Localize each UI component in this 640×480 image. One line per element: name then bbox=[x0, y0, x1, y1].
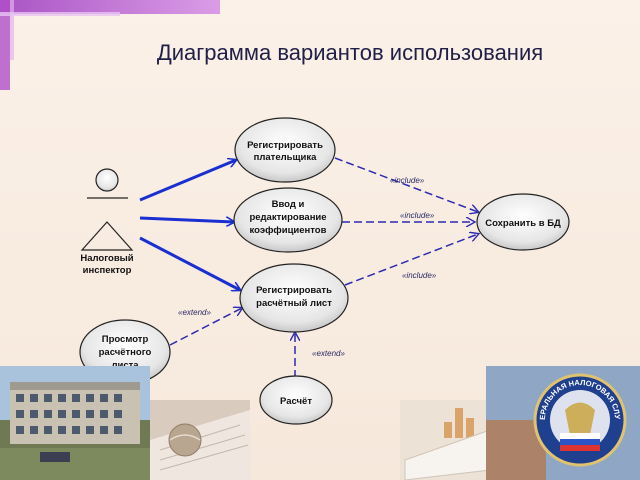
include-label-2: «include» bbox=[400, 211, 435, 220]
assoc-input-coeff bbox=[139, 216, 234, 222]
decorative-top-accent bbox=[0, 0, 220, 90]
svg-text:листа: листа bbox=[111, 360, 139, 371]
actor-head bbox=[95, 168, 119, 192]
use-case-register-payer[interactable]: Регистрировать плательщика bbox=[234, 117, 336, 183]
building-photo bbox=[0, 366, 150, 480]
svg-text:редактирование: редактирование bbox=[249, 212, 326, 223]
use-case-register-sheet[interactable]: Регистрировать расчётный лист bbox=[239, 263, 349, 333]
svg-text:Ввод и: Ввод и bbox=[272, 199, 305, 210]
actor-tax-inspector[interactable]: Налоговый инспектор bbox=[80, 168, 134, 276]
svg-text:Регистрировать: Регистрировать bbox=[256, 285, 332, 296]
svg-text:коэффициентов: коэффициентов bbox=[250, 225, 327, 236]
svg-text:Сохранить в БД: Сохранить в БД bbox=[485, 218, 561, 229]
dependency-lines bbox=[169, 157, 478, 378]
page-title: Диаграмма вариантов использования bbox=[156, 40, 544, 65]
extend-line-1 bbox=[169, 308, 242, 346]
association-lines bbox=[139, 160, 240, 290]
svg-text:расчётный лист: расчётный лист bbox=[256, 298, 332, 309]
svg-text:Просмотр: Просмотр bbox=[102, 334, 149, 345]
actor-label-line2: инспектор bbox=[83, 265, 132, 276]
svg-text:Регистрировать: Регистрировать bbox=[247, 140, 323, 151]
finance-photo bbox=[400, 400, 491, 480]
include-line-1 bbox=[334, 157, 478, 212]
use-case-save-db[interactable]: Сохранить в БД bbox=[476, 193, 570, 251]
extend-label-2: «extend» bbox=[312, 349, 345, 358]
use-case-calculation[interactable]: Расчёт bbox=[259, 375, 333, 425]
actor-body bbox=[80, 221, 134, 251]
include-label-1: «include» bbox=[390, 176, 425, 185]
assoc-register-payer bbox=[139, 160, 236, 202]
extend-label-1: «extend» bbox=[178, 308, 211, 317]
use-case-input-coefficients[interactable]: Ввод и редактирование коэффициентов bbox=[233, 187, 343, 253]
svg-text:расчётного: расчётного bbox=[99, 347, 152, 358]
include-label-3: «include» bbox=[402, 271, 437, 280]
assoc-register-sheet bbox=[139, 236, 240, 290]
svg-text:плательщика: плательщика bbox=[254, 152, 317, 163]
keyboard-globe-photo bbox=[150, 400, 250, 480]
actor-label-line1: Налоговый bbox=[80, 253, 133, 264]
svg-text:Расчёт: Расчёт bbox=[280, 396, 312, 407]
